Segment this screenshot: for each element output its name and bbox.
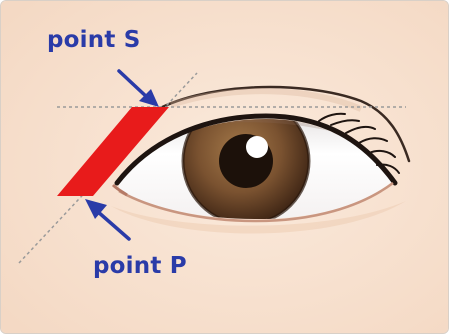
point-s-label: point S	[47, 27, 141, 53]
eye-highlight	[246, 136, 268, 158]
point-p-label: point P	[93, 253, 187, 279]
